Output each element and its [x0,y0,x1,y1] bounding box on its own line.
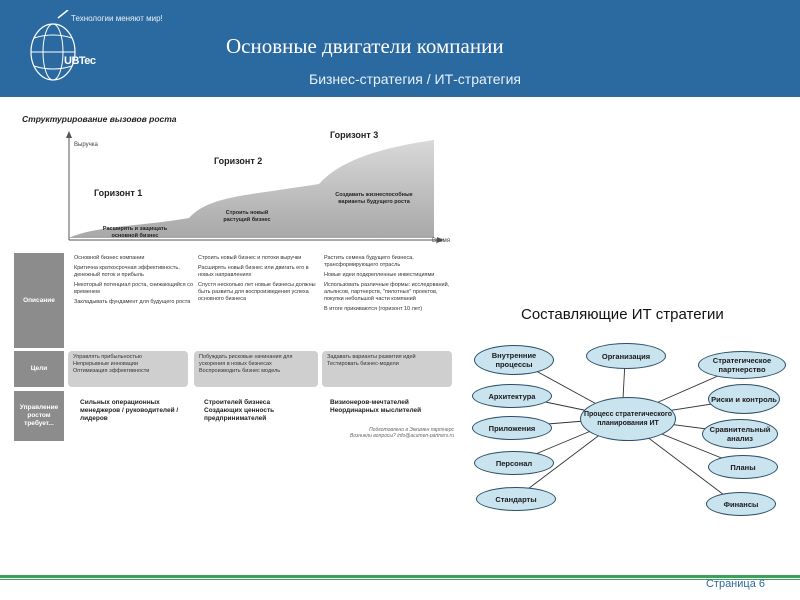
requires-h3: Визионеров-мечтателей Неординарных мысли… [330,399,455,415]
credit-line: Подготовлено в Эккимен партнерс [369,427,454,433]
node-plans: Планы [708,455,778,479]
header-banner: Технологии меняют мир! UBTec Основные дв… [0,0,800,97]
credit-note: Подготовлено в Эккимен партнерс Возникли… [314,427,454,439]
node-finance: Финансы [706,492,776,516]
node-organization: Организация [586,343,666,369]
horizons-curve [66,131,444,243]
requires-item: менеджеров / руководителей / лидеров [80,407,179,422]
goal-item: Тестировать бизнес-модели [327,361,399,367]
tagline: Технологии меняют мир! [71,14,163,23]
description-item: Спустя несколько лет новые бизнесы должн… [198,282,316,302]
growth-challenges-panel: Структурирование вызовов роста Выручка В… [14,106,460,446]
y-axis-label: Выручка [74,142,98,148]
it-components-heading: Составляющие ИТ стратегии [521,306,724,323]
globe-logo-icon [30,10,76,81]
it-strategy-diagram: Внутренние процессы Архитектура Приложен… [460,333,796,533]
goals-h3: Задавать варианты развития идей Тестиров… [322,351,452,387]
row-label-requires: Управление ростом требует... [14,391,64,441]
horizon-1-note: Расширять и защищать основной бизнес [102,226,168,239]
goals-h1: Управлять прибыльностью Непрерывные инно… [68,351,188,387]
node-comparative-analysis: Сравнительный анализ [702,419,778,449]
requires-h1: Сильных операционных менеджеров / руково… [80,399,190,423]
row-label-description: Описание [14,253,64,348]
requires-item: Сильных операционных [80,399,160,406]
goal-item: Побуждать рисковые начинания для ускорен… [199,354,293,367]
x-axis-label: Время [432,238,451,244]
page-subtitle: Бизнес-стратегия / ИТ-стратегия [309,71,522,87]
horizon-1-label: Горизонт 1 [94,188,143,198]
horizon-2-label: Горизонт 2 [214,156,263,166]
description-h1: Основной бизнес компании Критична кратко… [74,255,194,309]
credit-line: Возникли вопросы? info@acumen-partners.r… [350,433,454,439]
node-risks-control: Риски и контроль [708,384,780,414]
description-item: Строить новый бизнес и потоки выручки [198,255,302,261]
description-item: Основной бизнес компании [74,255,145,261]
description-item: Расширять новый бизнес или двигать его в… [198,265,309,278]
footer-divider [0,575,800,578]
row-label-goals: Цели [14,351,64,387]
description-item: В итоге прикиваются (горизонт 10 лет) [324,306,423,312]
node-architecture: Архитектура [472,384,552,408]
node-standards: Стандарты [476,487,556,511]
footer-divider-thin [0,579,800,580]
goals-h2: Побуждать рисковые начинания для ускорен… [194,351,318,387]
requires-h2: Строителей бизнеса Создающих ценность пр… [204,399,319,423]
logo-text: UBTec [64,55,96,67]
horizon-3-note: Создавать жизнеспособные варианты будуще… [335,192,413,205]
node-internal-processes: Внутренние процессы [474,345,554,375]
requires-item: Неординарных мыслителей [330,407,422,414]
goal-item: Управлять прибыльностью [73,354,142,360]
requires-item: Визионеров-мечтателей [330,399,409,406]
page-number: Страница 6 [705,578,765,590]
goal-item: Воспроизводить бизнес модель [199,368,281,374]
description-h3: Растить семена будущего бизнеса, трансфо… [324,255,454,316]
horizons-chart: Выручка Время Горизонт 1 Горизонт 2 Гори… [14,126,460,256]
page-title: Основные двигатели компании [226,34,504,58]
goal-item: Непрерывные инновации [73,361,139,367]
horizon-3-label: Горизонт 3 [330,130,379,140]
description-item: Закладывать фундамент для будущего роста [74,299,191,305]
requires-item: Строителей бизнеса [204,399,271,406]
description-item: Некоторый потенциал роста, снижающийся с… [74,282,194,295]
description-item: Использовать различные формы: исследован… [324,282,450,302]
description-item: Растить семена будущего бизнеса, трансфо… [324,255,414,268]
horizon-2-note: Строить новый растущий бизнес [223,210,271,223]
requires-item: Создающих ценность предпринимателей [204,407,275,422]
node-personnel: Персонал [474,451,554,475]
node-strategic-partnership: Стратегическое партнерство [698,351,786,379]
goal-item: Задавать варианты развития идей [327,354,416,360]
description-h2: Строить новый бизнес и потоки выручки Ра… [198,255,318,306]
description-item: Критична краткосрочная эффективность, де… [74,265,180,278]
goal-item: Оптимизация эффективности [73,368,150,374]
node-applications: Приложения [472,416,552,440]
description-item: Новые идеи подкрепленные инвестициями [324,272,435,278]
node-center-planning: Процесс стратегического планирования ИТ [580,397,676,441]
growth-heading: Структурирование вызовов роста [22,114,177,124]
